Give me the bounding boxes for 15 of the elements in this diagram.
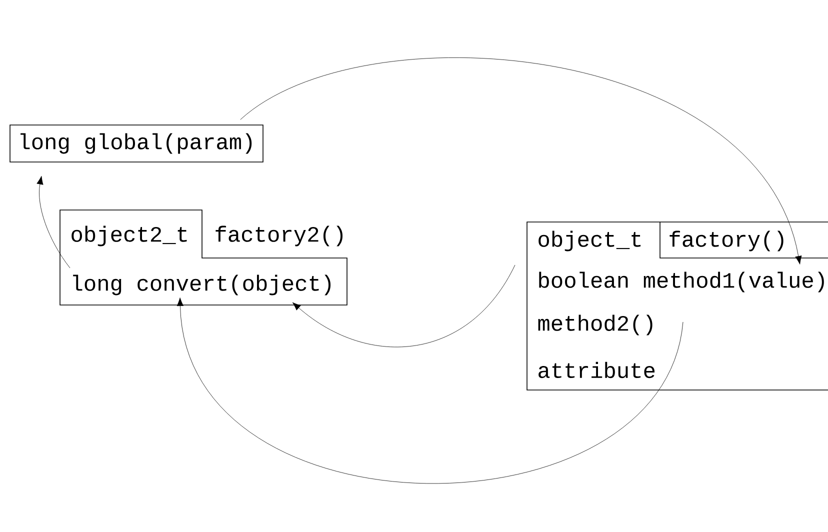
method-name: factory2() bbox=[216, 226, 342, 246]
member-text: attribute bbox=[538, 362, 655, 378]
class-name: object2_t bbox=[72, 226, 187, 246]
arrow bbox=[240, 58, 802, 264]
class-box bbox=[526, 222, 828, 390]
function-box: long global(param) bbox=[10, 124, 264, 162]
method-name: factory() bbox=[670, 230, 784, 252]
arrow bbox=[292, 264, 516, 348]
member-text: method2() bbox=[538, 314, 652, 336]
member-text: boolean method1(value) bbox=[539, 272, 824, 292]
class-box bbox=[60, 210, 348, 306]
class-name: object_t bbox=[538, 230, 641, 252]
arrow bbox=[36, 176, 70, 268]
arrow bbox=[176, 298, 684, 484]
member-text: long convert(object) bbox=[73, 274, 330, 296]
